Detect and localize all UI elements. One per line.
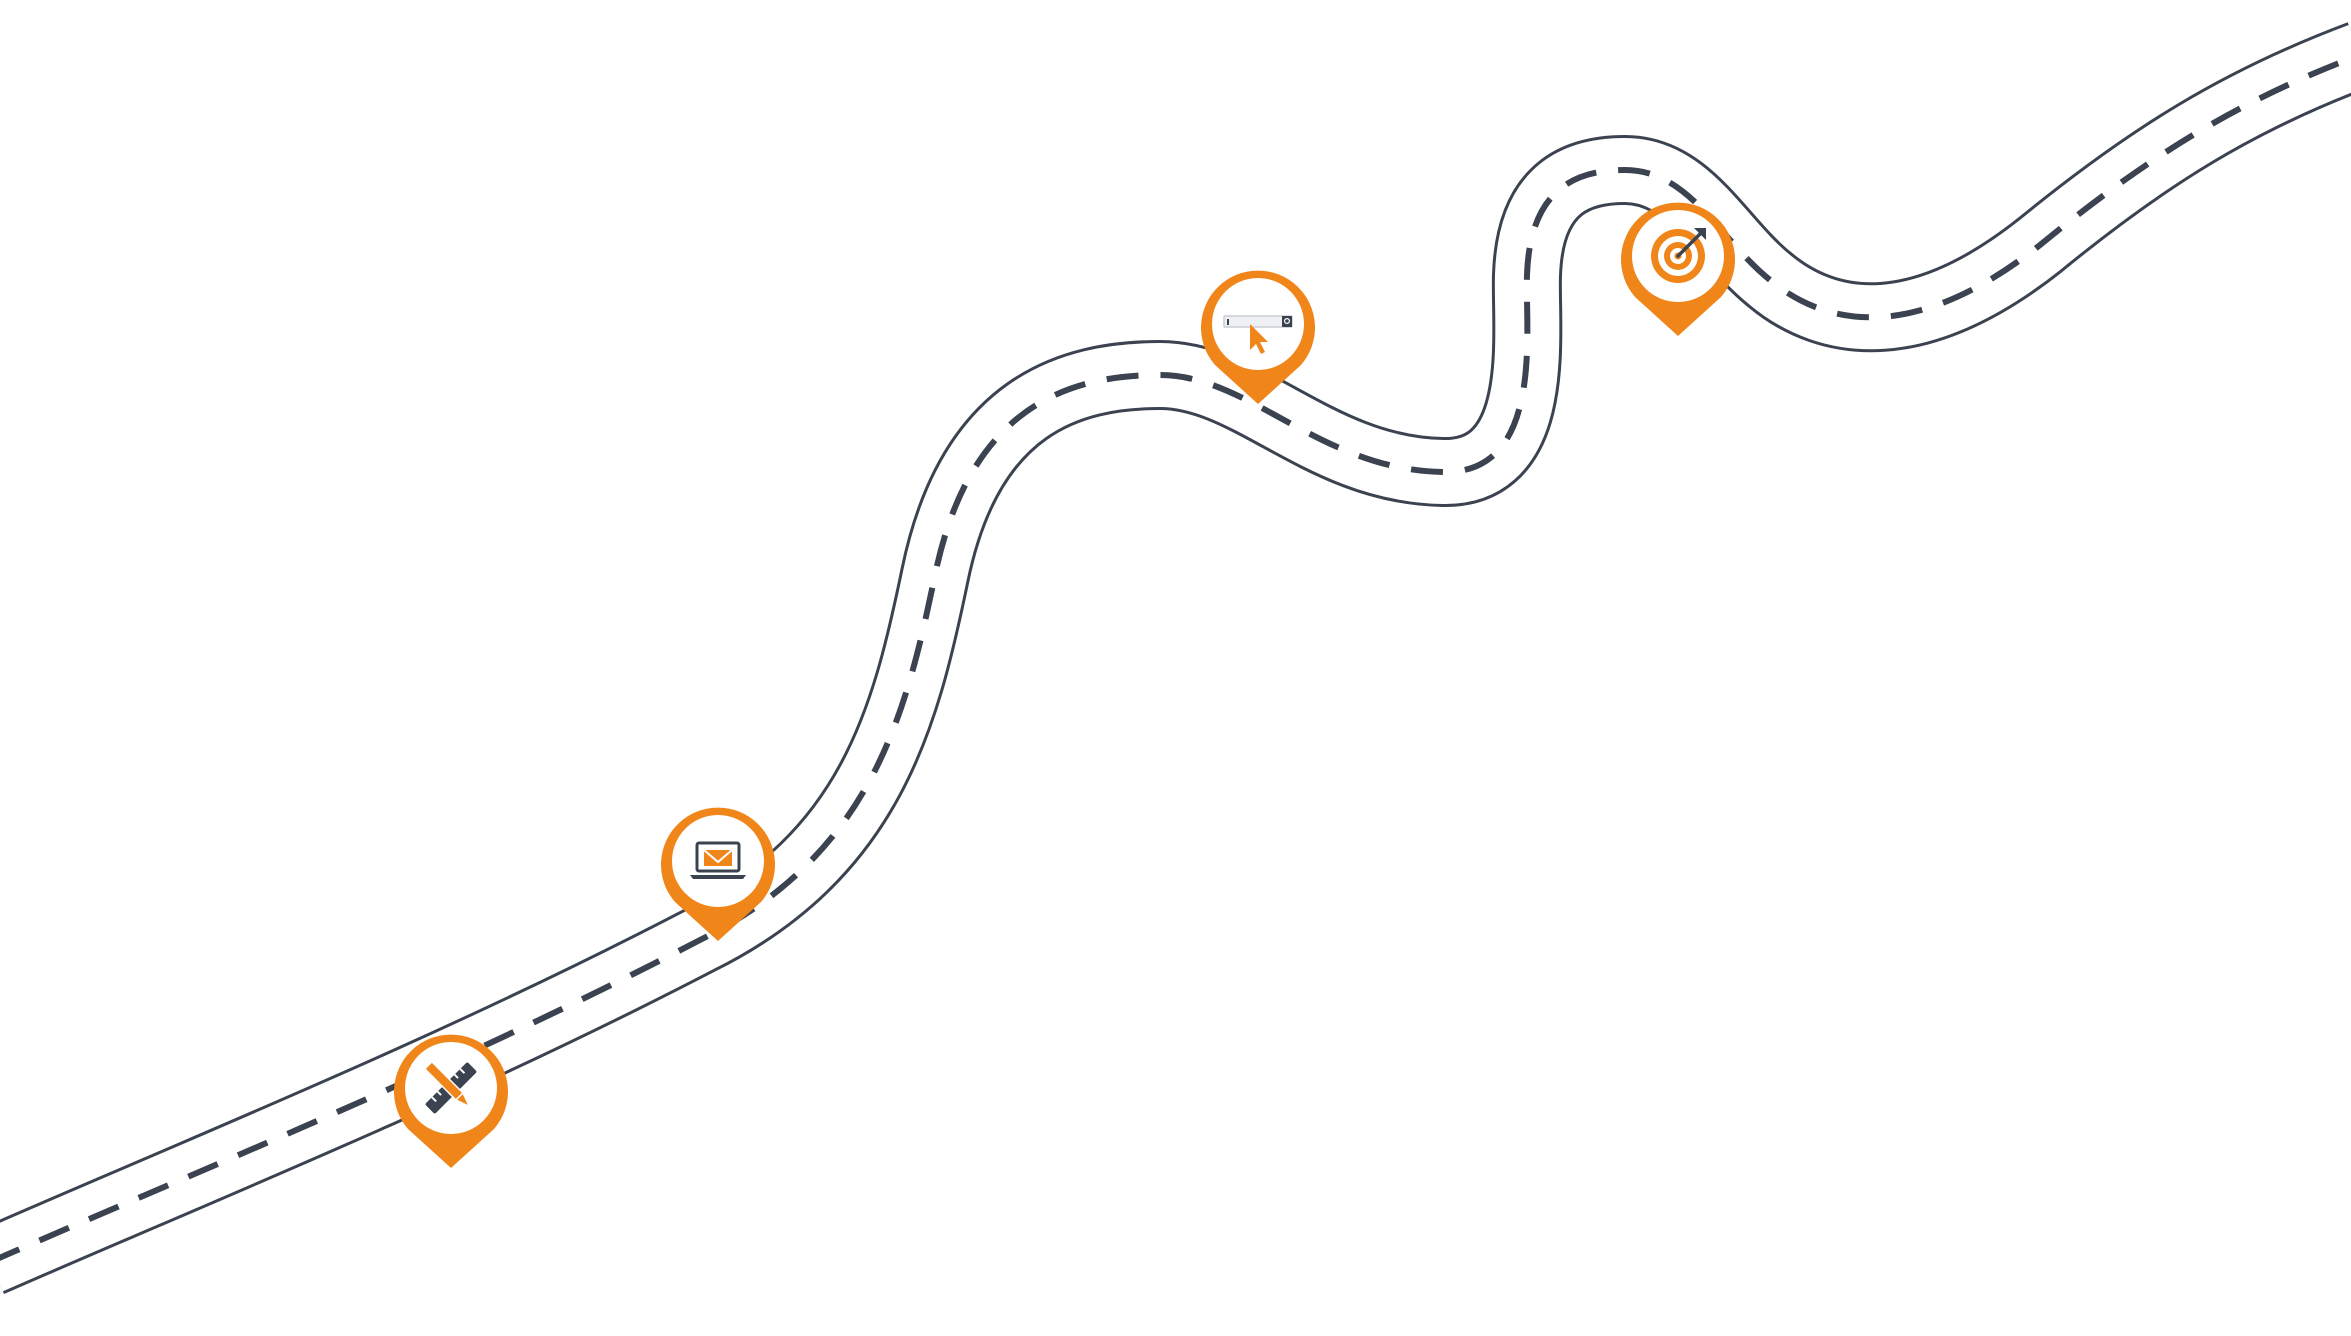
milestone-pin-target[interactable] xyxy=(1621,202,1735,336)
laptop-email-icon xyxy=(690,841,746,879)
milestone-pin-email[interactable] xyxy=(661,807,775,941)
milestone-pin-design[interactable] xyxy=(394,1034,508,1168)
milestone-pin-search[interactable] xyxy=(1201,270,1315,404)
road xyxy=(0,55,2351,1262)
target-arrow-icon xyxy=(1651,228,1706,283)
search-bar-cursor-icon xyxy=(1223,315,1293,354)
pencil-ruler-icon xyxy=(423,1060,477,1114)
